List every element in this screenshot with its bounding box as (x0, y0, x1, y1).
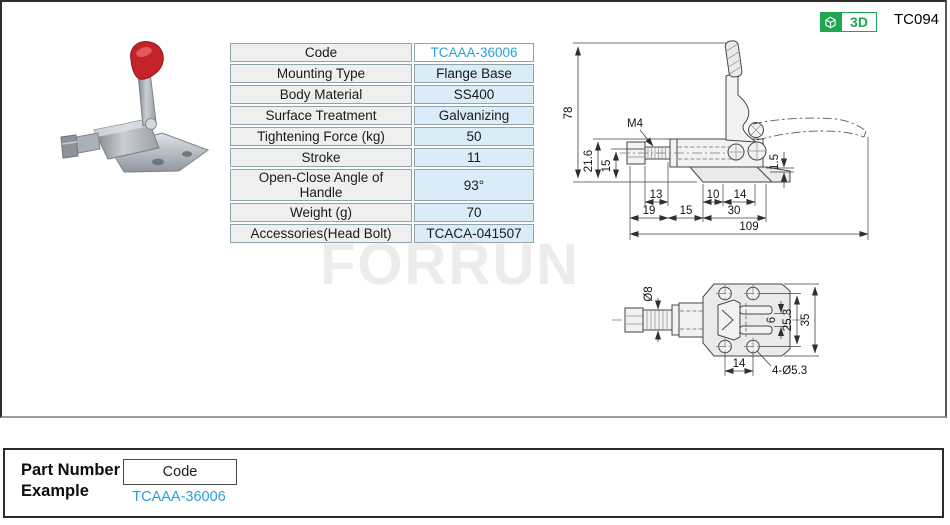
page-code: TC094 (894, 11, 940, 28)
part-number-example-box: Part Number Example Code TCAAA-36006 (3, 448, 944, 518)
dim-rod-dia-label: Ø8 (643, 286, 655, 301)
spec-label: Code (230, 43, 412, 62)
code-value: TCAAA-36006 (132, 489, 226, 505)
dim-15v-label: 15 (601, 160, 613, 173)
holes-callout-label: 4-Ø5.3 (772, 365, 807, 377)
spec-label: Open-Close Angle of Handle (230, 169, 412, 201)
spec-value: 50 (414, 127, 534, 146)
spec-value: TCACA-041507 (414, 224, 534, 243)
thread-m4-label: M4 (627, 118, 644, 130)
dim-109-label: 109 (739, 221, 758, 233)
table-row: Weight (g) 70 (230, 203, 534, 222)
dim-13-label: 13 (650, 189, 663, 201)
dim-35-label: 35 (800, 314, 812, 327)
dim-14-label: 14 (734, 189, 747, 201)
dim-1_5-label: 1.5 (769, 154, 781, 170)
spec-label: Tightening Force (kg) (230, 127, 412, 146)
table-row: Tightening Force (kg) 50 (230, 127, 534, 146)
table-row: Surface Treatment Galvanizing (230, 106, 534, 125)
dim-21_6-label: 21.6 (583, 150, 595, 172)
code-label-box: Code (123, 459, 237, 485)
spec-value: SS400 (414, 85, 534, 104)
spec-label: Weight (g) (230, 203, 412, 222)
content-frame (0, 0, 947, 418)
part-number-title-line1: Part Number (21, 461, 121, 479)
spec-label: Accessories(Head Bolt) (230, 224, 412, 243)
dim-10-label: 10 (707, 189, 720, 201)
spec-value: Galvanizing (414, 106, 534, 125)
mounting-holes (716, 284, 762, 356)
table-row: Open-Close Angle of Handle 93° (230, 169, 534, 201)
spec-value: 93° (414, 169, 534, 201)
spec-label: Mounting Type (230, 64, 412, 83)
technical-drawing: 78 21.6 15 M4 1.5 13 10 14 (563, 40, 869, 377)
clamp-photo-graphic (60, 41, 210, 173)
spec-label: Body Material (230, 85, 412, 104)
spec-label: Surface Treatment (230, 106, 412, 125)
table-row: Code TCAAA-36006 (230, 43, 534, 62)
table-row: Stroke 11 (230, 148, 534, 167)
top-view: Ø8 6 25.3 35 14 4-Ø5.3 (612, 283, 819, 377)
product-photo (60, 41, 210, 173)
spec-value: 70 (414, 203, 534, 222)
badge-3d-label: 3D (841, 12, 877, 32)
dim-19-label: 19 (643, 205, 656, 217)
dim-15h-label: 15 (680, 205, 693, 217)
dim-6-label: 6 (766, 317, 778, 323)
cube-3d-icon (820, 12, 841, 32)
part-number-title-line2: Example (21, 482, 89, 500)
spec-value: TCAAA-36006 (414, 43, 534, 62)
spec-value: Flange Base (414, 64, 534, 83)
spec-value: 11 (414, 148, 534, 167)
side-view: 78 21.6 15 M4 1.5 13 10 14 (563, 40, 869, 240)
dim-78-label: 78 (563, 107, 575, 120)
dim-25_3-label: 25.3 (782, 309, 794, 331)
view-3d-button[interactable]: 3D (820, 12, 877, 32)
table-row: Body Material SS400 (230, 85, 534, 104)
part-number-example-title: Part Number Example (21, 460, 120, 502)
spec-table: Code TCAAA-36006 Mounting Type Flange Ba… (228, 41, 536, 245)
table-row: Mounting Type Flange Base (230, 64, 534, 83)
spec-label: Stroke (230, 148, 412, 167)
dim-14b-label: 14 (733, 358, 746, 370)
table-row: Accessories(Head Bolt) TCACA-041507 (230, 224, 534, 243)
dim-30-label: 30 (728, 205, 741, 217)
